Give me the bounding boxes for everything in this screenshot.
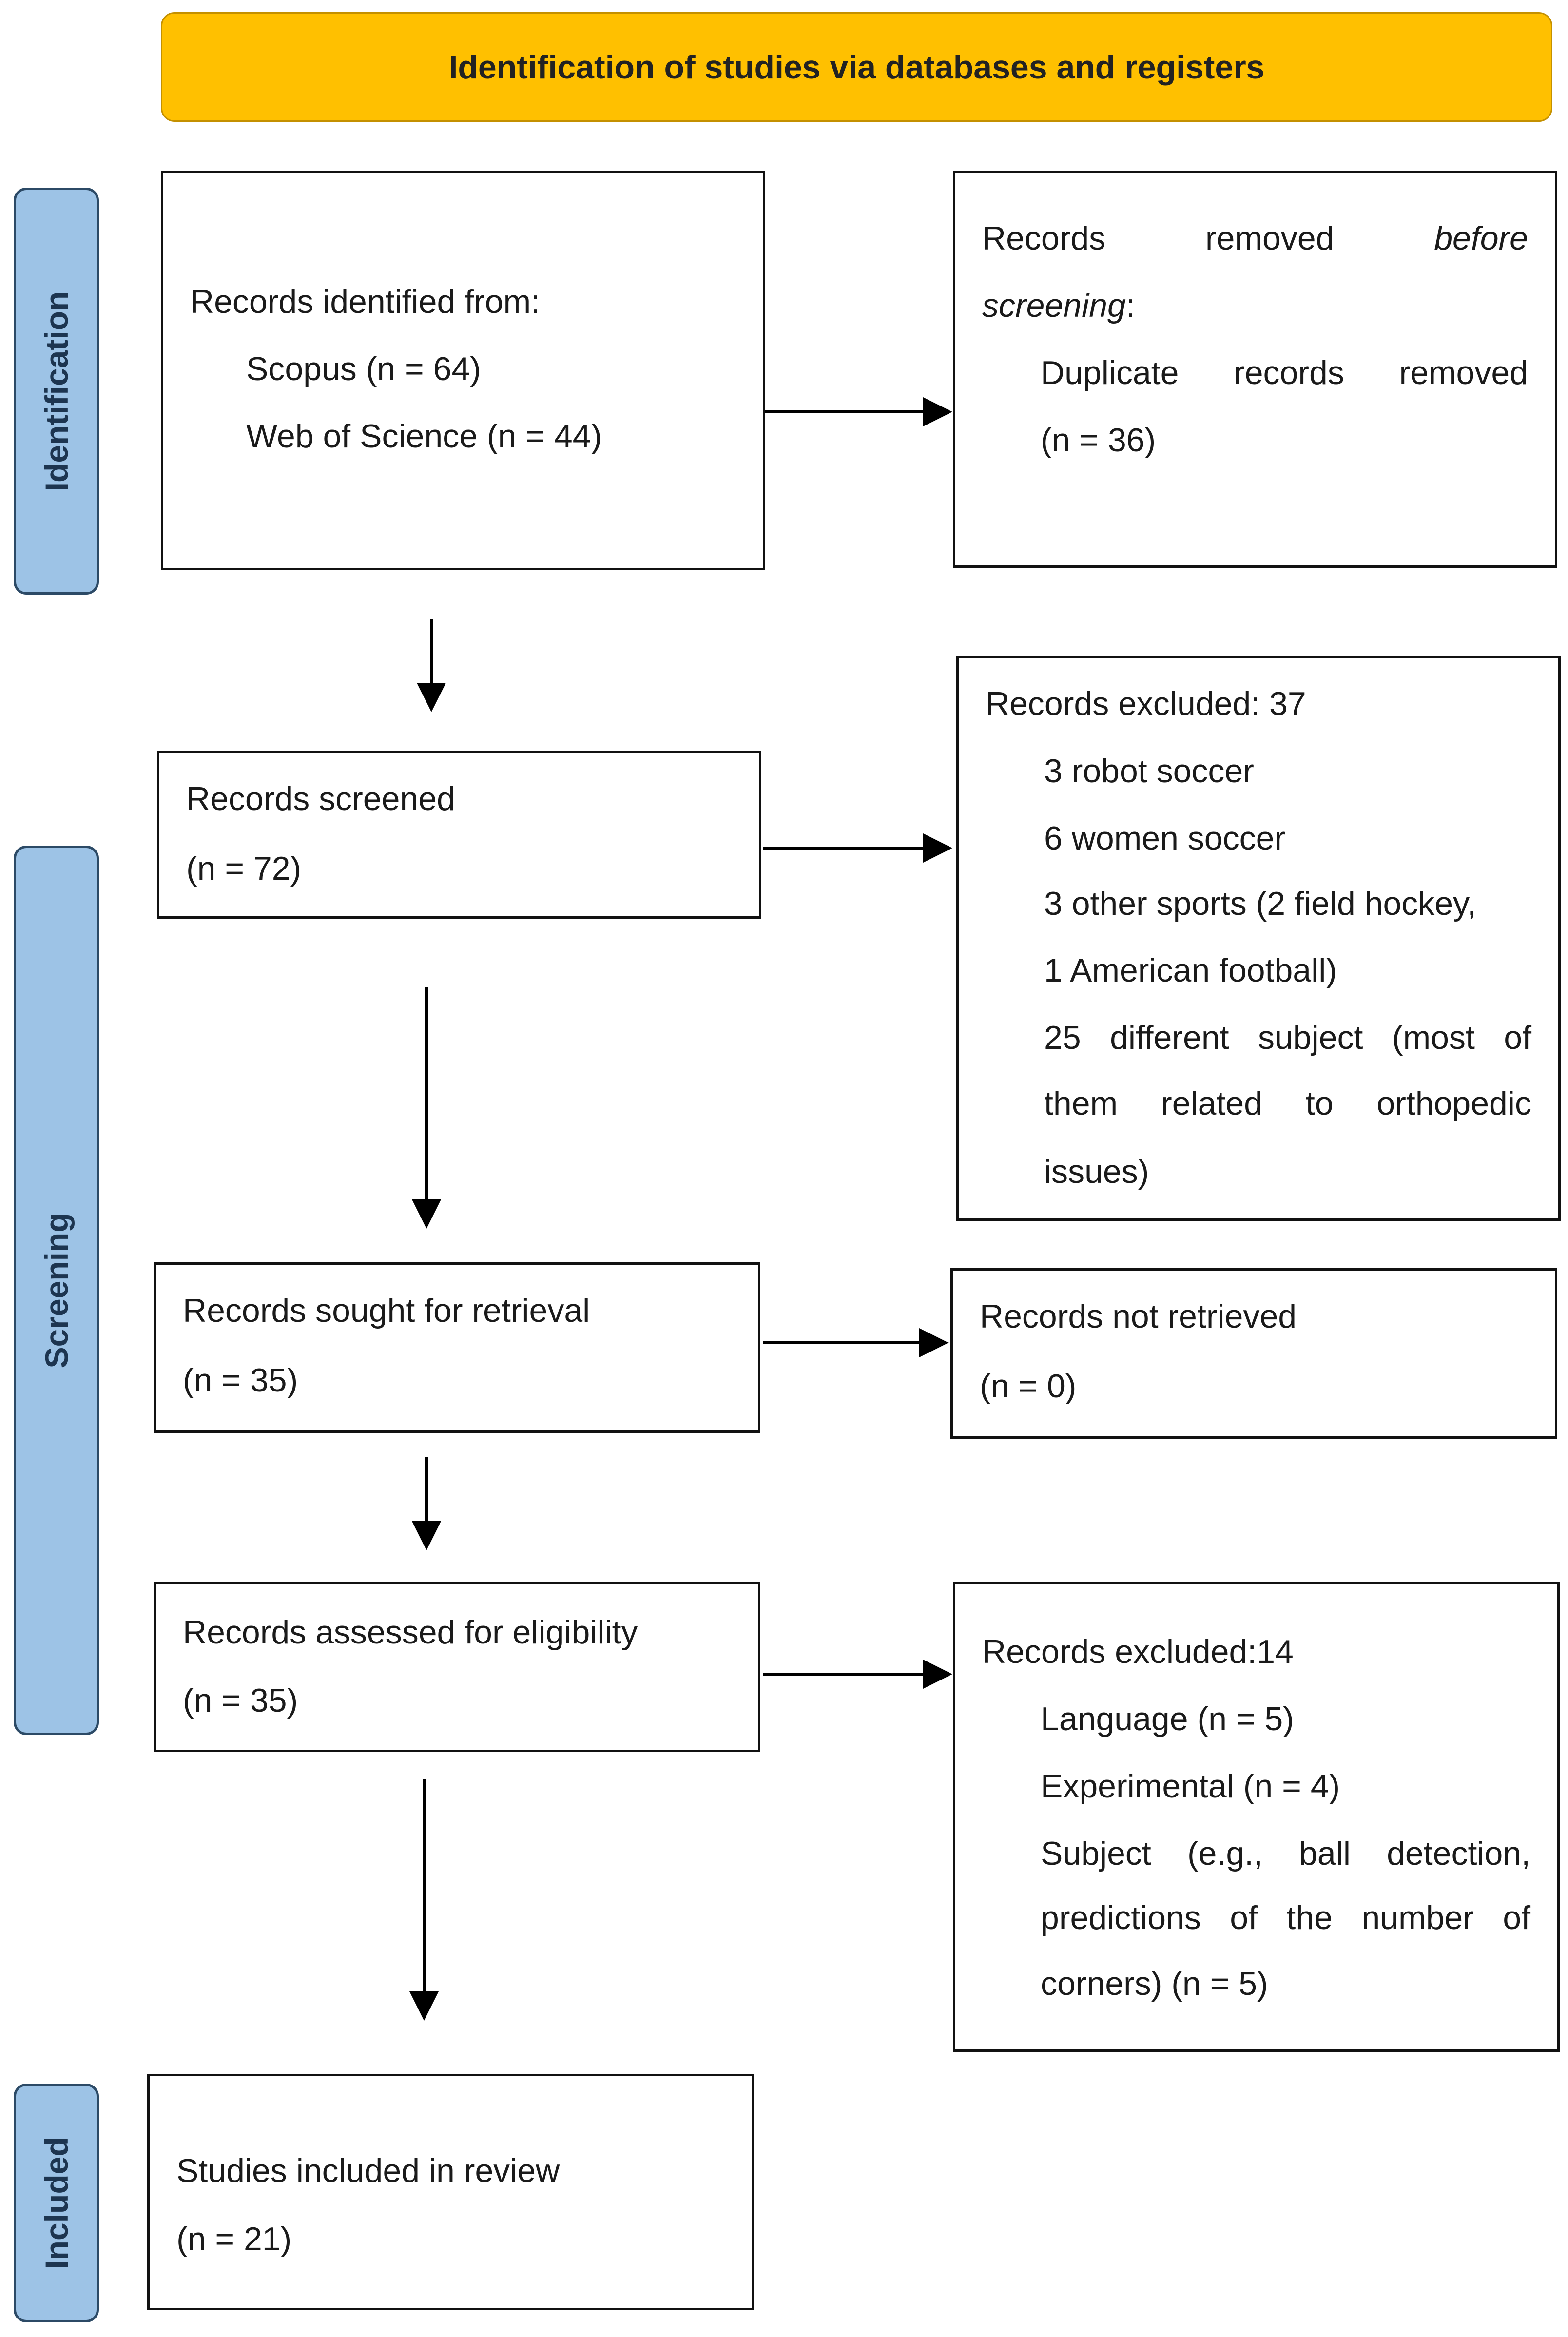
excluded1-l6-w4: orthopedic bbox=[1376, 1085, 1531, 1122]
excluded2-l4-w2: of bbox=[1230, 1899, 1258, 1936]
box-records-identified: Records identified from: Scopus (n = 64)… bbox=[161, 171, 765, 570]
box-records-removed: Records removed before screening: Duplic… bbox=[953, 171, 1557, 568]
excluded1-l6-w3: to bbox=[1305, 1085, 1334, 1122]
phase-screening: Screening bbox=[14, 846, 99, 1735]
phase-included: Included bbox=[14, 2084, 99, 2322]
box-studies-included: Studies included in review (n = 21) bbox=[147, 2074, 754, 2310]
identified-source-wos: Web of Science (n = 44) bbox=[246, 418, 602, 455]
box-records-sought: Records sought for retrieval (n = 35) bbox=[154, 1262, 760, 1433]
removed-dup-word-1: Duplicate bbox=[1041, 354, 1179, 391]
excluded1-l5-w1: 25 bbox=[1044, 1019, 1081, 1056]
sought-title: Records sought for retrieval bbox=[183, 1292, 590, 1329]
box-records-excluded-1: Records excluded: 37 3 robot soccer 6 wo… bbox=[956, 656, 1561, 1221]
assessed-title: Records assessed for eligibility bbox=[183, 1614, 638, 1651]
removed-dup-word-3: removed bbox=[1399, 354, 1528, 391]
excluded1-item-2: 6 women soccer bbox=[1044, 820, 1286, 857]
excluded1-l5-w3: subject bbox=[1258, 1019, 1363, 1056]
excluded1-l6-w2: related bbox=[1161, 1085, 1262, 1122]
excluded2-title: Records excluded:14 bbox=[982, 1633, 1294, 1670]
removed-word-removed: removed bbox=[1205, 220, 1335, 257]
header-banner: Identification of studies via databases … bbox=[161, 12, 1552, 122]
excluded2-l4-w3: the bbox=[1286, 1899, 1333, 1936]
excluded2-l3-w3: ball bbox=[1299, 1835, 1351, 1872]
excluded1-line-7: issues) bbox=[1044, 1153, 1149, 1190]
header-title: Identification of studies via databases … bbox=[448, 48, 1265, 86]
excluded2-line-5: corners) (n = 5) bbox=[1041, 1965, 1268, 2002]
excluded2-l4-w5: of bbox=[1503, 1899, 1530, 1936]
removed-word-screening: screening bbox=[982, 287, 1126, 324]
excluded1-item-4: 1 American football) bbox=[1044, 952, 1337, 989]
removed-dup-word-2: records bbox=[1234, 354, 1344, 391]
excluded1-item-1: 3 robot soccer bbox=[1044, 753, 1254, 790]
removed-line-3: Duplicate records removed bbox=[1041, 356, 1528, 389]
excluded2-line-4: predictions of the number of bbox=[1041, 1901, 1530, 1934]
excluded1-l6-w1: them bbox=[1044, 1085, 1118, 1122]
excluded1-l5-w4: (most bbox=[1392, 1019, 1475, 1056]
excluded2-l4-w1: predictions bbox=[1041, 1899, 1201, 1936]
excluded2-l4-w4: number bbox=[1361, 1899, 1474, 1936]
box-records-assessed: Records assessed for eligibility (n = 35… bbox=[154, 1582, 760, 1752]
box-records-screened: Records screened (n = 72) bbox=[157, 751, 761, 919]
not-retrieved-count: (n = 0) bbox=[980, 1368, 1077, 1405]
identified-source-scopus: Scopus (n = 64) bbox=[246, 350, 481, 387]
removed-line-1: Records removed before bbox=[982, 222, 1528, 255]
box-records-excluded-2: Records excluded:14 Language (n = 5) Exp… bbox=[953, 1582, 1560, 2052]
excluded2-line-3: Subject (e.g., ball detection, bbox=[1041, 1837, 1530, 1870]
excluded1-line-6: them related to orthopedic bbox=[1044, 1087, 1531, 1120]
included-title: Studies included in review bbox=[176, 2152, 560, 2189]
excluded1-l5-w5: of bbox=[1504, 1019, 1531, 1056]
excluded2-item-1: Language (n = 5) bbox=[1041, 1700, 1294, 1738]
assessed-count: (n = 35) bbox=[183, 1682, 298, 1719]
identified-title: Records identified from: bbox=[190, 283, 541, 320]
sought-count: (n = 35) bbox=[183, 1362, 298, 1399]
excluded2-item-2: Experimental (n = 4) bbox=[1041, 1768, 1340, 1805]
screened-count: (n = 72) bbox=[186, 850, 302, 887]
removed-word-records: Records bbox=[982, 220, 1106, 257]
excluded1-item-3: 3 other sports (2 field hockey, bbox=[1044, 885, 1476, 922]
removed-line-2: screening: bbox=[982, 289, 1135, 322]
excluded1-l5-w2: different bbox=[1110, 1019, 1229, 1056]
excluded2-l3-w1: Subject bbox=[1041, 1835, 1151, 1872]
excluded1-title: Records excluded: 37 bbox=[986, 685, 1306, 722]
phase-identification: Identification bbox=[14, 188, 99, 595]
removed-dup-count: (n = 36) bbox=[1041, 422, 1156, 459]
included-count: (n = 21) bbox=[176, 2221, 292, 2258]
excluded1-line-5: 25 different subject (most of bbox=[1044, 1021, 1531, 1054]
removed-word-before: before bbox=[1434, 220, 1528, 257]
removed-colon: : bbox=[1125, 287, 1135, 324]
excluded2-l3-w2: (e.g., bbox=[1187, 1835, 1263, 1872]
excluded2-l3-w4: detection, bbox=[1387, 1835, 1530, 1872]
screened-title: Records screened bbox=[186, 780, 455, 817]
box-records-not-retrieved: Records not retrieved (n = 0) bbox=[950, 1268, 1557, 1439]
not-retrieved-title: Records not retrieved bbox=[980, 1298, 1297, 1335]
